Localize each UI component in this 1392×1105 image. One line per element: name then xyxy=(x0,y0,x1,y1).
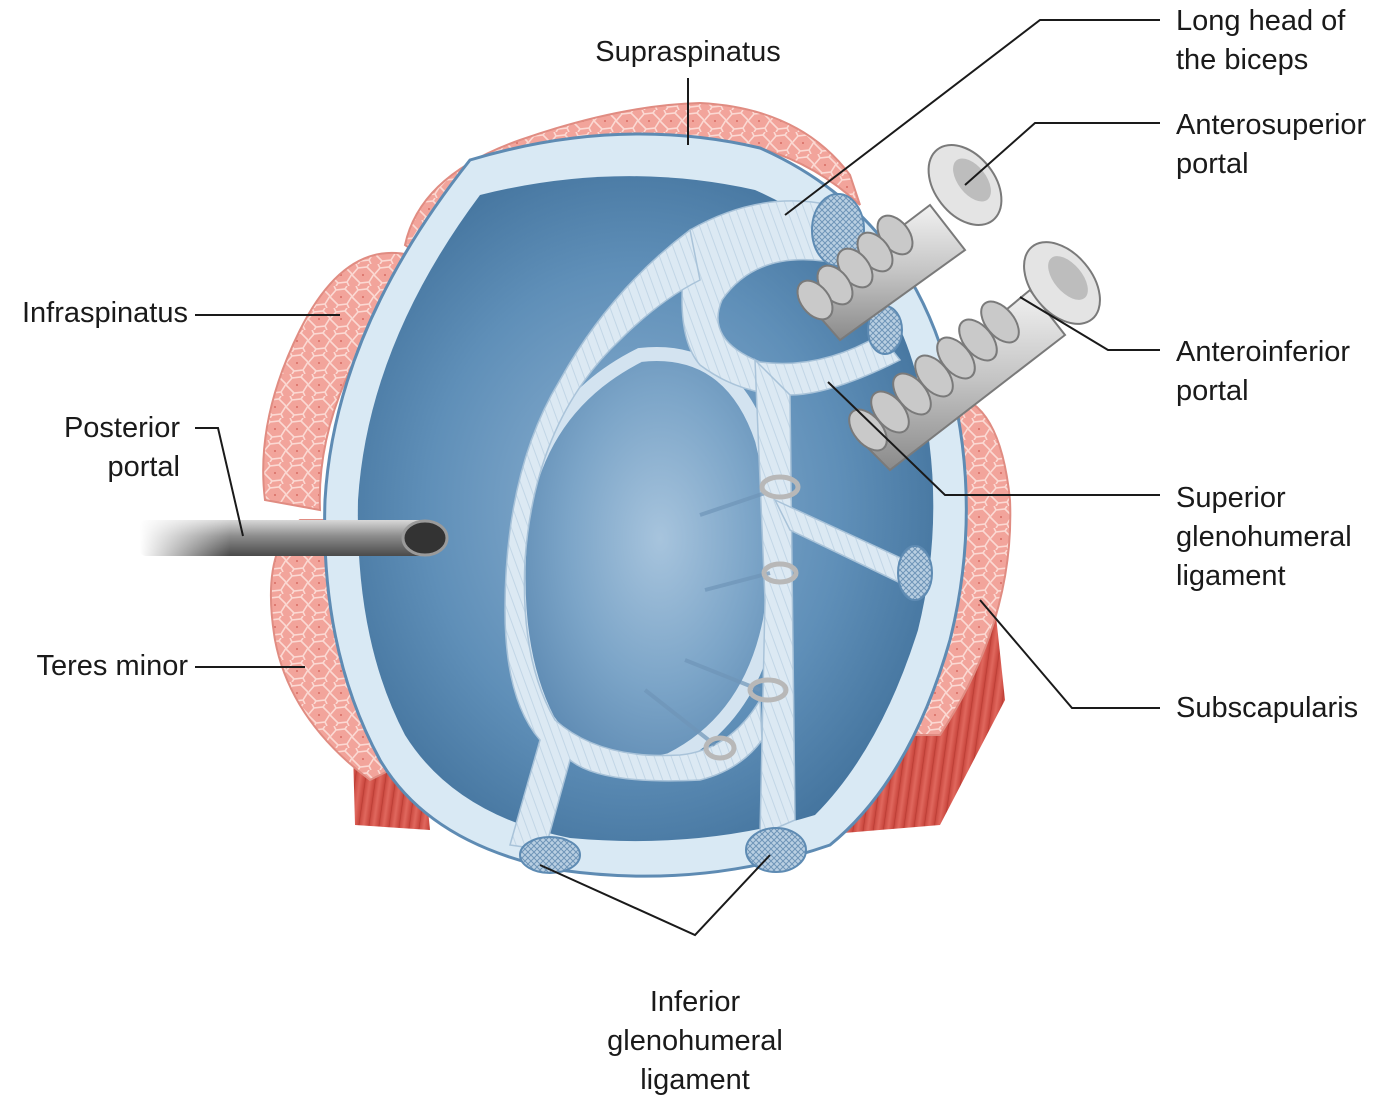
anteroinferior-cannula xyxy=(848,241,1101,472)
label-infraspinatus-line-1: Infraspinatus xyxy=(21,297,188,329)
label-superior-glenohumeral-ligament: Superior glenohumeral ligament xyxy=(1176,479,1352,596)
label-anterosuperior-portal-line-1: Anterosuperior xyxy=(1176,109,1367,141)
posterior-portal-fade xyxy=(140,518,230,558)
mghl-cross-section xyxy=(897,545,933,601)
label-infraspinatus: Infraspinatus xyxy=(0,294,188,333)
label-anteroinferior-portal-line-1: Anteroinferior xyxy=(1176,336,1351,368)
suture-loops xyxy=(703,474,801,761)
label-posterior-portal-line-1: Posterior xyxy=(63,412,180,444)
label-anteroinferior-portal-line-2: portal xyxy=(1176,375,1249,407)
label-teres-minor-line-1: Teres minor xyxy=(36,650,189,682)
label-teres-minor: Teres minor xyxy=(0,647,189,686)
label-sghl-line-3: ligament xyxy=(1176,560,1286,592)
label-anteroinferior-portal: Anteroinferior portal xyxy=(1176,333,1350,411)
label-long-head-biceps-line-2: the biceps xyxy=(1176,44,1309,76)
label-ighl-line-2: glenohumeral xyxy=(607,1025,783,1057)
leader-anteroinferior-portal xyxy=(1019,296,1160,351)
label-ighl-line-1: Inferior xyxy=(649,986,741,1018)
leader-long-head-biceps xyxy=(784,19,1160,216)
posterior-band xyxy=(504,228,763,851)
label-subscapularis: Subscapularis xyxy=(1176,689,1358,728)
label-subscapularis-line-1: Subscapularis xyxy=(1176,692,1359,724)
ighl-posterior-cross-section xyxy=(519,836,581,874)
leader-subscapularis xyxy=(979,599,1160,709)
leader-anterosuperior-portal xyxy=(964,122,1160,186)
leader-inferior-glenohumeral-ligament xyxy=(539,854,771,937)
label-supraspinatus: Supraspinatus xyxy=(583,33,793,72)
label-sghl-line-2: glenohumeral xyxy=(1176,521,1352,553)
label-long-head-biceps-line-1: Long head of xyxy=(1176,5,1346,37)
label-anterosuperior-portal-line-2: portal xyxy=(1176,148,1249,180)
ighl-anterior-cross-section xyxy=(745,827,807,873)
label-long-head-biceps: Long head of the biceps xyxy=(1176,2,1345,80)
label-anterosuperior-portal: Anterosuperior portal xyxy=(1176,106,1366,184)
label-supraspinatus-line-1: Supraspinatus xyxy=(595,36,781,68)
posterior-portal-tip xyxy=(401,519,449,557)
label-posterior-portal: Posterior portal xyxy=(0,409,180,487)
label-posterior-portal-line-2: portal xyxy=(107,451,180,483)
label-inferior-glenohumeral-ligament: Inferior glenohumeral ligament xyxy=(590,983,800,1100)
suture-anchors xyxy=(643,491,771,747)
leader-lines xyxy=(195,19,1160,937)
label-ighl-line-3: ligament xyxy=(640,1064,750,1096)
leader-posterior-portal xyxy=(195,427,244,537)
label-sghl-line-1: Superior xyxy=(1176,482,1286,514)
leader-superior-glenohumeral-ligament xyxy=(827,381,1160,496)
